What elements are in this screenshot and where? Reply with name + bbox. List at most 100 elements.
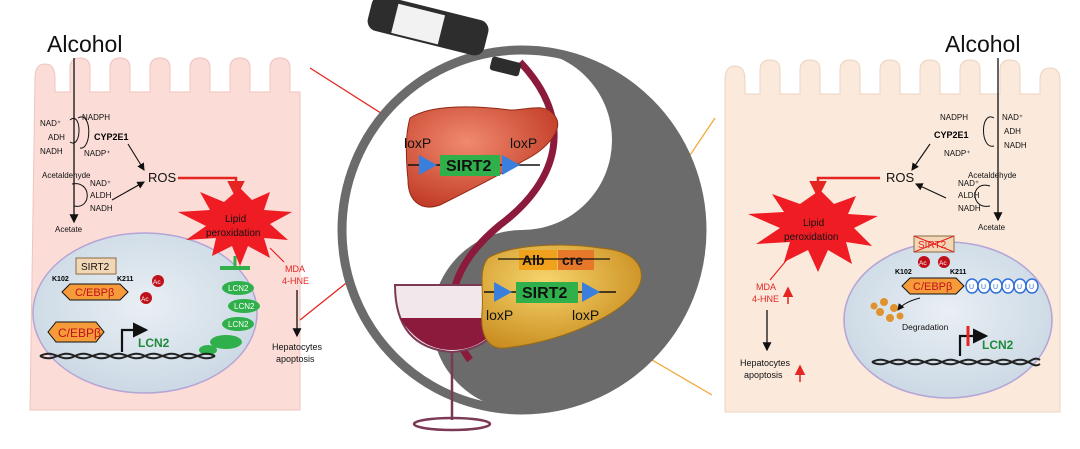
right-ros-arrow-2 xyxy=(915,183,947,199)
left-lcn2-blob-1 xyxy=(222,281,254,295)
left-nad-plus: NAD⁺ xyxy=(40,119,61,128)
left-ac-2-label: Ac xyxy=(141,296,149,303)
left-sirt2: SIRT2 xyxy=(81,262,110,273)
left-lipid-label-1: Lipid xyxy=(225,214,246,225)
left-lcn2-blob-2 xyxy=(228,299,260,313)
right-lipid-label-2: peroxidation xyxy=(784,232,838,243)
left-ros-arrow-2 xyxy=(111,181,145,201)
liver-red-sirt2-box xyxy=(440,155,500,176)
right-cebpb: C/EBPβ xyxy=(913,281,952,293)
right-nadp-plus: NADP⁺ xyxy=(944,149,970,158)
right-acetaldehyde: Acetaldehyde xyxy=(968,171,1017,180)
right-nadh-2: NADH xyxy=(958,204,981,213)
right-lcn2-gene: LCN2 xyxy=(982,338,1014,352)
right-k102: K102 xyxy=(895,269,912,276)
right-ac-1 xyxy=(918,256,930,268)
left-sirt2-box xyxy=(75,257,117,275)
liver-yellow-loxp-right: loxP xyxy=(572,307,599,323)
left-k211: K211 xyxy=(117,276,133,283)
left-cebpb-1: C/EBPβ xyxy=(75,287,114,299)
left-ac-1 xyxy=(152,275,164,287)
left-cebpb-hex-1 xyxy=(61,283,129,301)
left-nadh-2: NADH xyxy=(90,204,113,213)
right-sirt2-cross-2 xyxy=(913,235,955,253)
left-lcn2-protein-1: LCN2 xyxy=(228,284,249,293)
left-lipid-explosion xyxy=(178,188,292,266)
right-4hne: 4-HNE xyxy=(752,294,779,304)
loxp-triangle-1 xyxy=(419,155,437,175)
left-ros-to-lipid-arrow xyxy=(178,176,245,199)
left-lipid-label-2: peroxidation xyxy=(206,228,260,239)
left-ac-2 xyxy=(140,292,152,304)
left-apoptosis-1: Hepatocytes xyxy=(272,342,323,352)
liver-yellow-loxp-left: loxP xyxy=(486,307,513,323)
left-apoptosis-2: apoptosis xyxy=(276,354,315,364)
left-lcn2-protein-2: LCN2 xyxy=(234,302,255,311)
left-nad-plus-2: NAD⁺ xyxy=(90,179,111,188)
cre-box xyxy=(558,250,594,270)
alb-box xyxy=(519,250,557,270)
right-ros-to-lipid-arrow xyxy=(809,176,880,199)
right-cyp2e1: CYP2E1 xyxy=(934,130,969,140)
right-aldh-loop xyxy=(974,184,991,207)
right-panel: Alcohol NADPH NAD⁺ CYP2E1 ADH NADP⁺ NADH… xyxy=(724,31,1061,413)
right-ubiquitin-chain: U U U U U U xyxy=(965,278,1039,294)
right-lipid-to-mda-arrow xyxy=(769,255,791,281)
left-k102: K102 xyxy=(52,276,69,283)
left-promoter-arrow xyxy=(120,322,149,352)
right-nad-plus-2: NAD⁺ xyxy=(958,179,979,188)
right-apoptosis-1: Hepatocytes xyxy=(740,358,791,368)
right-lipid-explosion xyxy=(748,190,878,272)
left-lcn2-blob-5 xyxy=(199,345,217,355)
right-degradation: Degradation xyxy=(902,322,949,332)
left-panel: Alcohol NAD⁺ NADPH ADH CYP2E1 NADH NADP⁺… xyxy=(29,31,323,411)
left-nucleus xyxy=(32,232,258,394)
right-sirt2: SIRT2 xyxy=(918,240,947,251)
left-nadph: NADPH xyxy=(82,113,110,122)
liver-yellow-sirt2: SIRT2 xyxy=(522,285,567,302)
left-lcn2-gene: LCN2 xyxy=(138,336,170,350)
left-adh-loop xyxy=(69,117,80,144)
left-aldh: ALDH xyxy=(90,191,112,200)
left-cebpb-2: C/EBPβ xyxy=(58,326,101,340)
left-ros-arrow-1 xyxy=(127,143,145,171)
right-degradation-arrow xyxy=(897,297,921,311)
ub-label-1: U xyxy=(969,284,974,291)
left-nadp-plus: NADP⁺ xyxy=(84,149,110,158)
loxp-triangle-2 xyxy=(502,155,520,175)
right-nadph: NADPH xyxy=(940,113,968,122)
right-ros: ROS xyxy=(886,170,915,185)
center-yin-yang: SIRT2 loxP loxP Alb cre SIRT2 loxP loxP xyxy=(337,0,707,432)
right-lipid-label-1: Lipid xyxy=(803,218,824,229)
right-k211: K211 xyxy=(950,269,966,276)
alb-label: Alb xyxy=(522,252,545,268)
ub-label-2: U xyxy=(981,284,986,291)
left-dna-2 xyxy=(39,352,216,360)
left-4hne: 4-HNE xyxy=(282,276,309,286)
right-dna-2 xyxy=(871,357,1041,366)
left-mda: MDA xyxy=(285,264,305,274)
loxp-triangle-4 xyxy=(582,282,600,302)
left-acetate: Acetate xyxy=(55,225,83,234)
left-aldh-loop xyxy=(71,183,88,207)
liver-red-sirt2: SIRT2 xyxy=(446,158,491,175)
left-lcn2-protein-3: LCN2 xyxy=(228,320,249,329)
wine-glass xyxy=(393,284,510,432)
ub-label-3: U xyxy=(993,284,998,291)
left-adh: ADH xyxy=(48,133,65,142)
cre-label: cre xyxy=(562,252,583,268)
liver-yellow-sirt2-box xyxy=(516,282,578,303)
right-ac-1-label: Ac xyxy=(919,260,927,267)
liver-red-loxp-right: loxP xyxy=(510,135,537,151)
right-promoter-arrow xyxy=(958,328,989,356)
right-aldh: ALDH xyxy=(958,191,980,200)
right-alcohol-label: Alcohol xyxy=(945,31,1020,57)
right-ros-arrow-1 xyxy=(911,143,931,171)
left-alcohol-label: Alcohol xyxy=(47,31,122,57)
right-cebpb-hex xyxy=(901,277,965,295)
right-ac-2-label: Ac xyxy=(939,260,947,267)
left-ac-1-label: Ac xyxy=(153,279,161,286)
ub-label-5: U xyxy=(1017,284,1022,291)
